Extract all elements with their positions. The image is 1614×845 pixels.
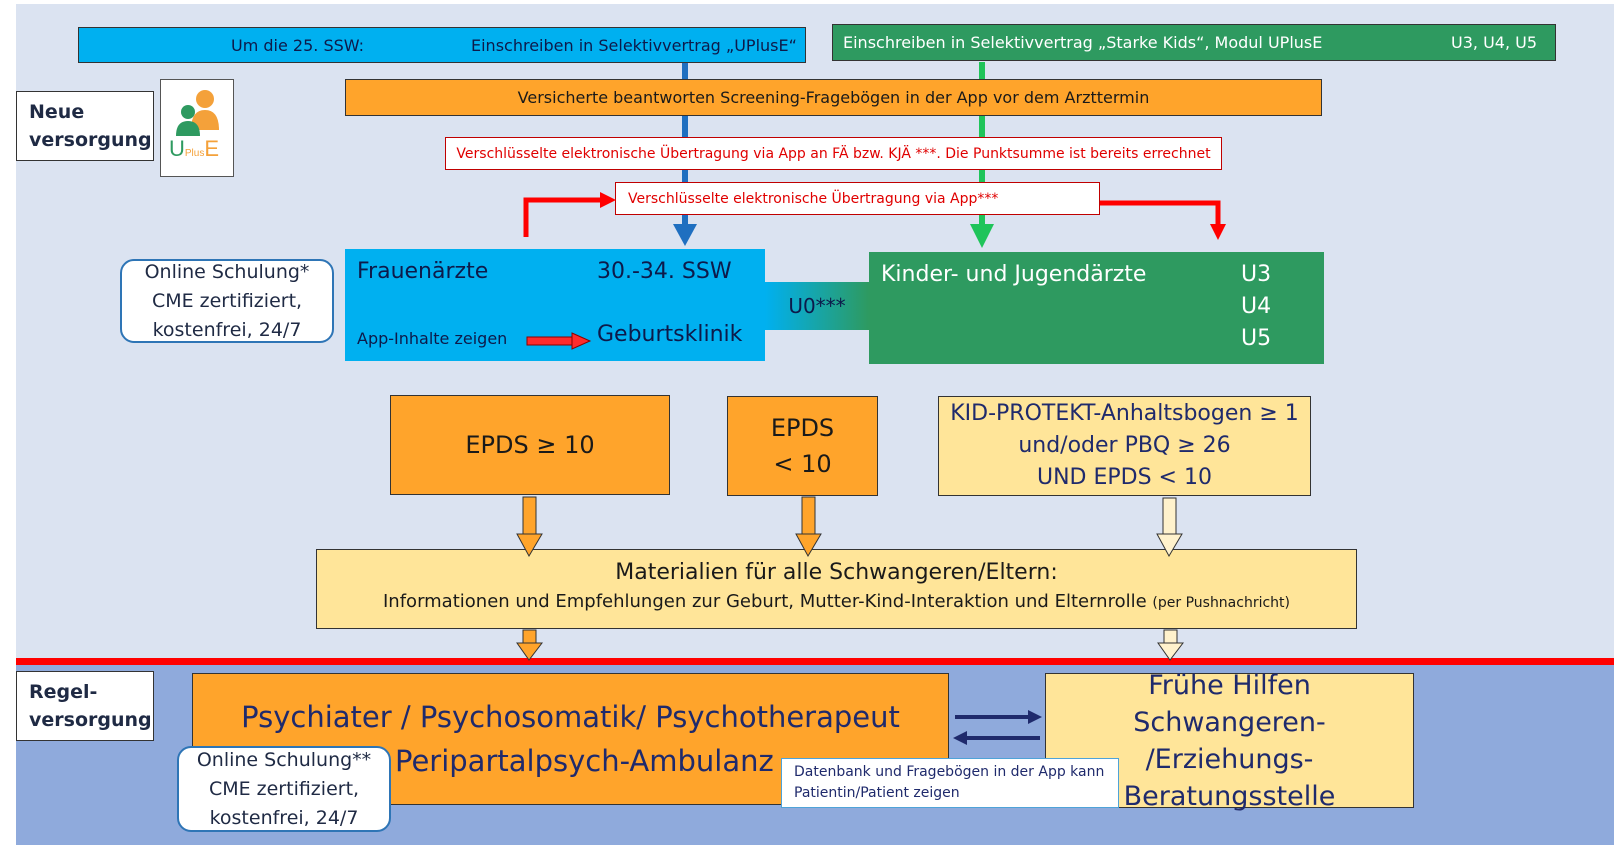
- red-arrowhead-left: [600, 192, 616, 208]
- encrypted-transfer-doctors-text: Verschlüsselte elektronische Übertragung…: [456, 145, 1211, 162]
- early-help-box: Frühe Hilfen Schwangeren- /Erziehungs- B…: [1045, 670, 1414, 812]
- enrollment-starke-kids-bar: Einschreiben in Selektivvertrag „Starke …: [832, 24, 1556, 61]
- neue-versorgung-line-1: Neue: [29, 101, 85, 123]
- bidirectional-arrows: [953, 710, 1042, 745]
- red-arrowhead-right: [1210, 224, 1226, 240]
- red-arrow-right: [1100, 200, 1221, 226]
- epds-low-box: EPDS < 10: [727, 396, 878, 496]
- materials-description: Informationen und Empfehlungen zur Gebur…: [317, 591, 1356, 612]
- pediatricians-title: Kinder- und Jugendärzte: [881, 262, 1147, 287]
- psychiatry-line-1: Psychiater / Psychosomatik/ Psychotherap…: [241, 700, 900, 734]
- logo-letter-e: E: [204, 136, 220, 161]
- pediatrics-u4-label: U4: [1241, 294, 1272, 319]
- app-content-label: App-Inhalte zeigen: [357, 329, 508, 348]
- epds-high-box: EPDS ≥ 10: [390, 395, 670, 495]
- encrypted-transfer-box-doctors: Verschlüsselte elektronische Übertragung…: [445, 137, 1222, 170]
- database-note-box: Datenbank und Fragebögen in der App kann…: [781, 758, 1119, 808]
- early-help-line-1: Frühe Hilfen: [1148, 669, 1311, 701]
- pediatrics-u5-label: U5: [1241, 326, 1272, 351]
- blue-arrowhead: [673, 224, 697, 246]
- materials-text: Informationen und Empfehlungen zur Gebur…: [383, 591, 1147, 612]
- neue-versorgung-label: Neue versorgung: [16, 91, 154, 161]
- materials-to-early-help-arrow: [1157, 629, 1185, 661]
- logo-letter-u: U: [169, 136, 185, 161]
- encrypted-transfer-box-app: Verschlüsselte elektronische Übertragung…: [615, 182, 1100, 215]
- gynecologists-title: Frauenärzte: [357, 259, 489, 284]
- screening-questionnaire-text: Versicherte beantworten Screening-Frageb…: [517, 88, 1150, 107]
- pediatricians-box: Kinder- und Jugendärzte U3 U4 U5: [869, 252, 1324, 364]
- kid-protekt-line-1: KID-PROTEKT-Anhaltsbogen ≥ 1: [950, 401, 1299, 426]
- epds-low-line-1: EPDS: [770, 414, 835, 442]
- logo-word-plus: Plus: [184, 148, 205, 159]
- materials-small-note: (per Pushnachricht): [1152, 595, 1290, 611]
- regel-versorgung-line-2: versorgung: [29, 709, 152, 731]
- enrollment-uplus-bar: Um die 25. SSW: Einschreiben in Selektiv…: [78, 27, 806, 63]
- kid-protekt-line-2: und/oder PBQ ≥ 26: [1018, 433, 1231, 458]
- epds-low-line-2: < 10: [773, 450, 832, 478]
- screening-questionnaire-bar: Versicherte beantworten Screening-Frageb…: [345, 79, 1322, 116]
- early-help-line-2: Schwangeren- /Erziehungs-: [1133, 706, 1326, 775]
- database-note-line-1: Datenbank und Fragebögen in der App kann: [794, 764, 1105, 780]
- online-training-1-line-3: kostenfrei, 24/7: [152, 318, 302, 341]
- u0-connector-box: U0***: [765, 282, 869, 330]
- materials-box: Materialien für alle Schwangeren/Eltern:…: [316, 549, 1357, 629]
- epds-high-text: EPDS ≥ 10: [465, 431, 595, 459]
- early-help-line-3: Beratungsstelle: [1123, 780, 1336, 812]
- regel-versorgung-label: Regel- versorgung: [16, 671, 154, 741]
- red-arrow-left: [523, 197, 605, 237]
- kid-protekt-down-arrow: [1156, 497, 1183, 558]
- people-logo-icon: [176, 90, 219, 136]
- psychiatry-line-2: Peripartalpsych-Ambulanz: [395, 744, 774, 778]
- database-note-line-2: Patientin/Patient zeigen: [794, 785, 960, 801]
- materials-to-psychiatry-arrow: [516, 629, 544, 661]
- enrollment-week-label: Um die 25. SSW:: [231, 36, 365, 55]
- encrypted-transfer-app-text: Verschlüsselte elektronische Übertragung…: [628, 190, 999, 207]
- u0-label: U0***: [788, 294, 846, 318]
- online-training-2-line-3: kostenfrei, 24/7: [209, 806, 359, 829]
- online-training-2-line-2: CME zertifiziert,: [208, 777, 360, 800]
- online-training-1-line-2: CME zertifiziert,: [151, 289, 303, 312]
- pediatrics-u3-label: U3: [1241, 262, 1272, 287]
- uplus-logo: UPlusE: [160, 79, 234, 177]
- epds-low-down-arrow: [795, 496, 822, 558]
- enrollment-starke-kids-label: Einschreiben in Selektivvertrag „Starke …: [843, 33, 1323, 52]
- kid-protekt-line-3: UND EPDS < 10: [1037, 465, 1212, 490]
- materials-title: Materialien für alle Schwangeren/Eltern:: [615, 560, 1058, 585]
- enrollment-u-exams-label: U3, U4, U5: [1451, 33, 1538, 52]
- regel-versorgung-line-1: Regel-: [29, 681, 98, 703]
- gynecologists-week-range: 30.-34. SSW: [597, 259, 732, 284]
- online-training-2-line-1: Online Schulung**: [196, 748, 372, 771]
- epds-high-down-arrow: [516, 496, 543, 558]
- birth-clinic-label: Geburtsklinik: [597, 322, 743, 347]
- online-training-1-line-1: Online Schulung*: [144, 260, 310, 283]
- app-to-clinic-arrow: [526, 332, 592, 350]
- online-training-badge-1: Online Schulung* CME zertifiziert, koste…: [120, 259, 334, 343]
- online-training-badge-2: Online Schulung** CME zertifiziert, kost…: [177, 746, 391, 832]
- section-divider-line: [16, 658, 1614, 665]
- kid-protekt-box: KID-PROTEKT-Anhaltsbogen ≥ 1 und/oder PB…: [938, 396, 1311, 496]
- neue-versorgung-line-2: versorgung: [29, 129, 152, 151]
- uplus-logo-wordmark: UPlusE: [169, 136, 233, 166]
- enrollment-uplus-label: Einschreiben in Selektivvertrag „UPlusE“: [471, 36, 797, 55]
- green-arrowhead: [970, 224, 994, 248]
